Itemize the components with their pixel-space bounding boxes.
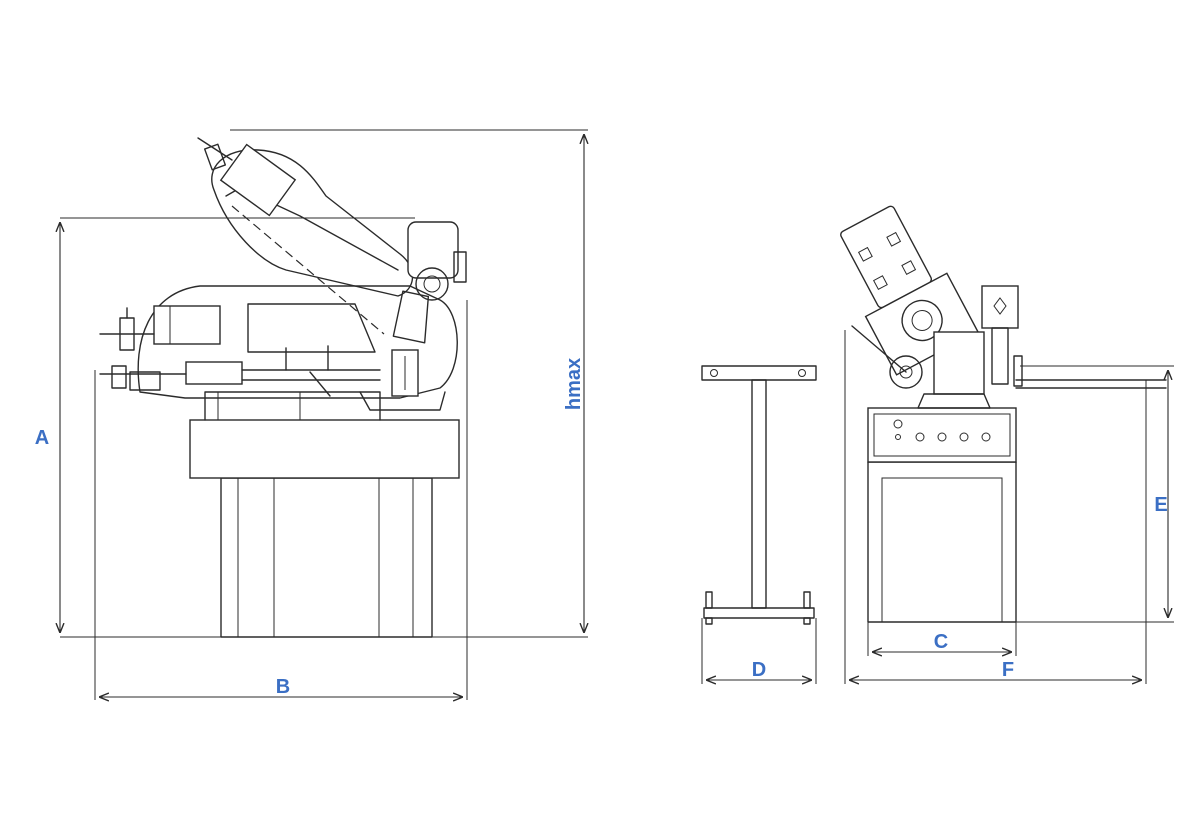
base-stand [220, 477, 433, 638]
label-C: C [934, 631, 948, 653]
roller-stand-view [701, 365, 817, 625]
front-base [867, 461, 1017, 623]
worktable [189, 419, 460, 479]
label-F: F [1002, 659, 1014, 681]
stand-foot [703, 607, 815, 619]
front-gearbox [933, 331, 985, 395]
label-hmax: hmax [563, 358, 585, 410]
handwheel [889, 355, 923, 389]
dimension-labels: A B hmax C D E F [35, 358, 1168, 698]
label-A: A [35, 427, 49, 449]
label-D: D [752, 659, 766, 681]
vice-block [185, 361, 243, 385]
vice-jaw [981, 285, 1019, 329]
saw-bow [211, 149, 414, 297]
drive-motor [407, 221, 459, 279]
dimension-lines [60, 129, 1174, 700]
control-panel [867, 407, 1017, 463]
control-head [219, 143, 297, 217]
label-E: E [1154, 494, 1167, 516]
side-view-bandsaw [99, 137, 467, 638]
gear-motor [153, 305, 221, 345]
label-B: B [276, 676, 290, 698]
front-view-bandsaw [840, 205, 1167, 623]
blade-line [231, 205, 385, 335]
stand-column [751, 379, 767, 609]
lower-wheel-housing [137, 285, 458, 399]
